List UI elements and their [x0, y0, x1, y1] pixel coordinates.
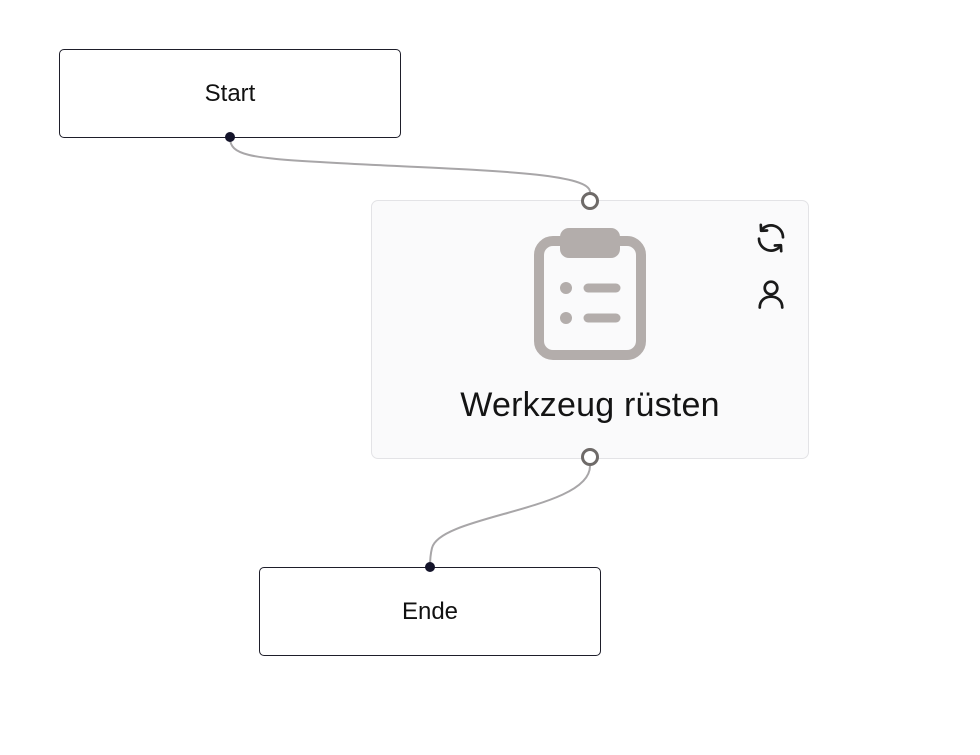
edge-start-to-task[interactable]	[229, 137, 591, 193]
refresh-icon[interactable]	[753, 220, 789, 256]
start-node-output-handle[interactable]	[225, 132, 235, 142]
user-icon[interactable]	[753, 276, 789, 312]
start-node[interactable]: Start	[59, 49, 401, 138]
task-node-label: Werkzeug rüsten	[460, 386, 720, 424]
task-node-input-handle[interactable]	[581, 192, 599, 210]
start-node-label: Start	[204, 79, 256, 107]
end-node-input-handle[interactable]	[425, 562, 435, 572]
task-node-output-handle[interactable]	[581, 448, 599, 466]
end-node[interactable]: Ende	[259, 567, 601, 656]
clipboard-list-icon	[534, 228, 646, 360]
edge-task-to-end[interactable]	[429, 465, 591, 568]
end-node-label: Ende	[401, 597, 459, 625]
